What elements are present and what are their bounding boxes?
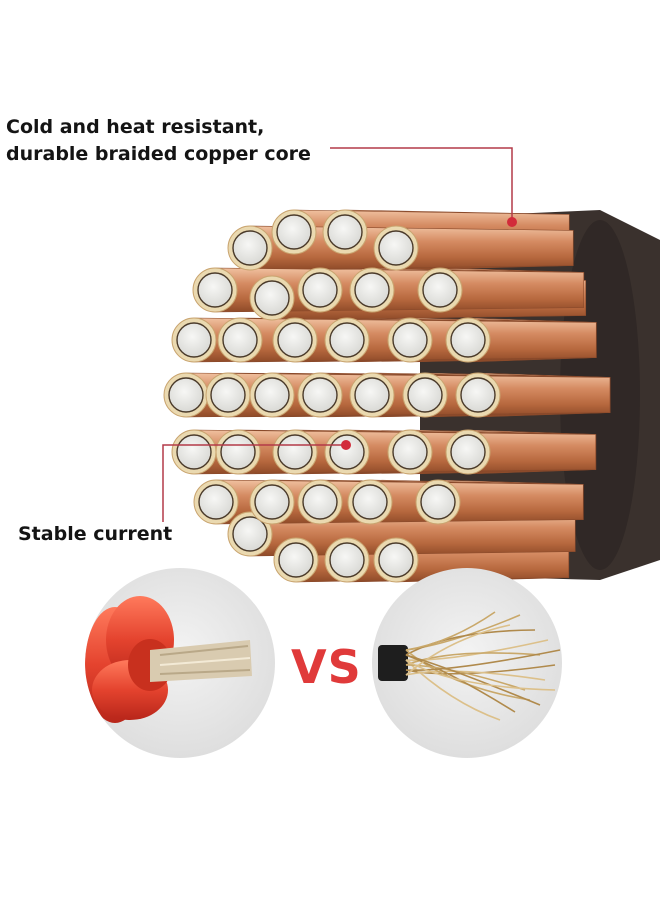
stable-current-caption: Stable current [18,523,173,545]
copper-strand-cap [254,280,290,316]
copper-strand-cap [302,377,338,413]
core-feature-caption: Cold and heat resistant, durable braided… [6,114,311,168]
frayed-wire-strand [405,670,546,681]
frayed-wire-strand [405,624,511,676]
copper-strand-cap [329,542,365,578]
copper-strand-cap [222,322,258,358]
copper-strand-cap [354,272,390,308]
copper-strand-cap [254,484,290,520]
core-feature-caption-line1: Cold and heat resistant, [6,116,265,138]
copper-strand-cap [278,542,314,578]
frayed-wire-strand [405,652,541,666]
frayed-wire-strand [405,611,496,651]
copper-strand-cap [302,272,338,308]
copper-strand-cap [407,377,443,413]
copper-strand-cap [329,322,365,358]
copper-strand-cap [329,434,365,470]
copper-strand-cap [327,214,363,250]
copper-strand-cap [422,272,458,308]
copper-strand-cap [254,377,290,413]
copper-strand-cap [176,434,212,470]
copper-strand-cap [277,322,313,358]
copper-strand-cap [210,377,246,413]
copper-strand-cap [460,377,496,413]
copper-strand-cap [420,484,456,520]
copper-strand-cap [354,377,390,413]
vs-label: VS [291,640,362,694]
copper-strand-cap [232,230,268,266]
copper-strand-cap [392,434,428,470]
copper-strand-cap [392,322,428,358]
copper-strand-cap [378,542,414,578]
copper-strand-cap [168,377,204,413]
good-cable-image [85,568,275,758]
frayed-wire-strand [405,654,541,706]
poor-cable-image [372,568,562,758]
copper-strand-cap [176,322,212,358]
copper-strand-cap [276,214,312,250]
copper-strand-cap [232,516,268,552]
copper-strand-cap [198,484,234,520]
frayed-wire-strand [405,659,501,721]
copper-strand-cap [277,434,313,470]
core-feature-caption-line2: durable braided copper core [6,143,311,165]
copper-strand-cap [450,434,486,470]
leader-line-stable [162,440,351,522]
copper-strand-cap [197,272,233,308]
copper-strand-cap [220,434,256,470]
frayed-wire-strand [405,629,536,656]
frayed-wire-strand [405,659,556,691]
copper-strand-bundle [163,209,611,583]
copper-strand-cap [352,484,388,520]
frayed-wire-strand [405,654,516,713]
copper-strand-cap [450,322,486,358]
copper-strand-cap [378,230,414,266]
leader-line-top [330,147,517,227]
copper-strand-cap [302,484,338,520]
frayed-wire-strand [405,649,561,671]
